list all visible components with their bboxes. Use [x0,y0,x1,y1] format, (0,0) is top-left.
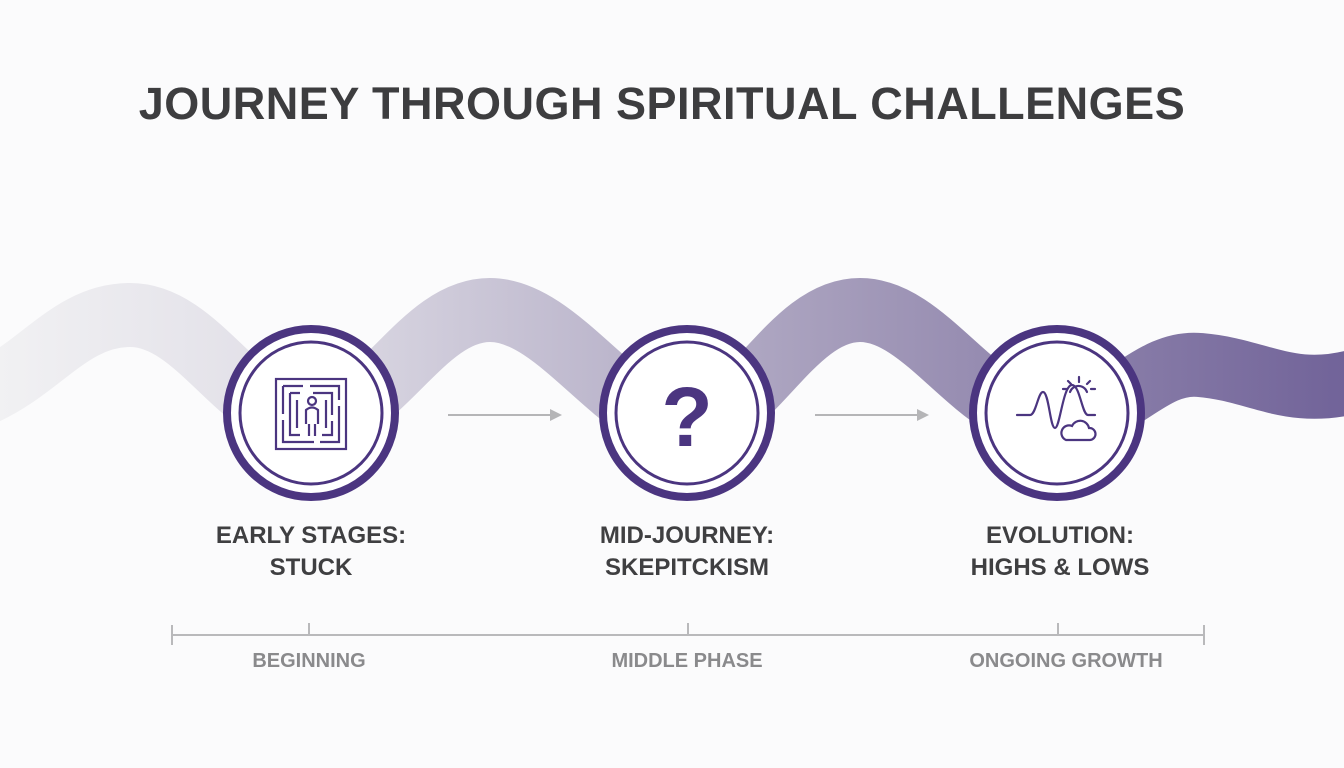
maze-person-icon [274,377,348,451]
arrow-1-to-2 [448,409,562,421]
stage-3-title: EVOLUTION: [986,522,1134,549]
stage-2-label: MID-JOURNEY: SKEPITCKISM [557,520,817,584]
timeline-phase-beginning: BEGINNING [252,650,366,672]
stage-1-label: EARLY STAGES: STUCK [181,520,441,584]
timeline-phase-middle: MIDDLE PHASE [611,650,763,672]
wave-sun-cloud-icon [1015,375,1097,442]
question-mark-icon: ? [661,370,712,464]
stage-3-subtitle: HIGHS & LOWS [970,554,1150,581]
stage-1-subtitle: STUCK [269,554,353,581]
stage-3-label: EVOLUTION: HIGHS & LOWS [930,520,1190,584]
stage-1-badge [223,325,399,501]
stage-2-title: MID-JOURNEY: [599,522,775,549]
stage-2-subtitle: SKEPITCKISM [604,554,769,581]
arrow-2-to-3 [815,409,929,421]
timeline-phase-ongoing: ONGOING GROWTH [969,650,1163,672]
timeline-axis [171,623,1205,645]
stage-1-title: EARLY STAGES: [215,522,407,549]
page-title: JOURNEY THROUGH SPIRITUAL CHALLENGES [138,78,1186,129]
stage-3-badge [969,325,1145,501]
stage-2-badge: ? [599,325,775,501]
